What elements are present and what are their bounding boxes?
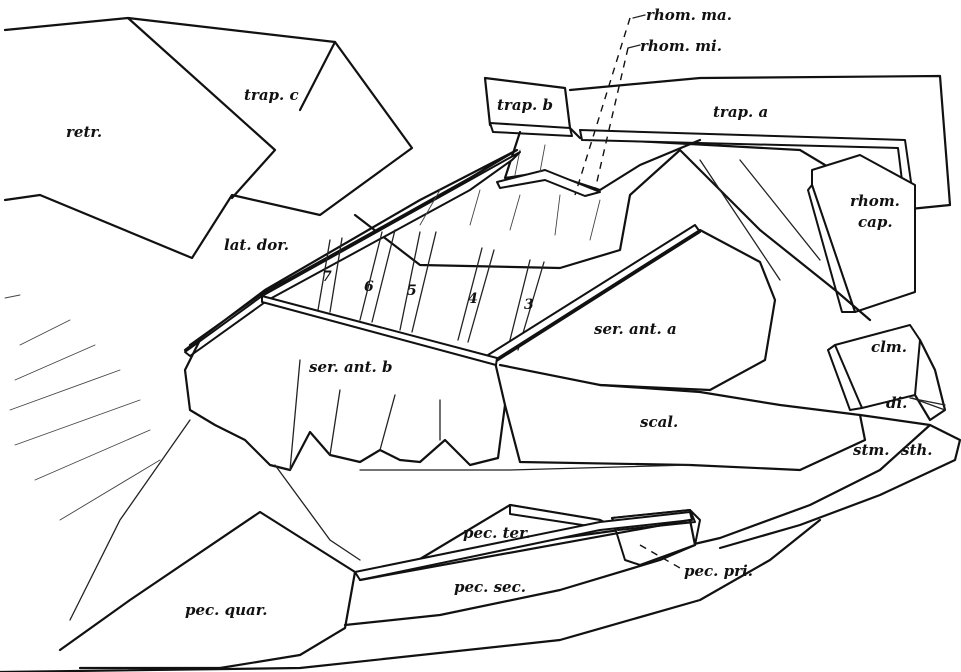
ser-ant-a-muscle [495,230,775,390]
label-ser-ant-b: ser. ant. b [309,360,392,375]
rib-number: 5 [407,284,417,298]
label-pec-ter: pec. ter. [463,526,531,541]
label-rhom-cap-1: rhom. [850,194,900,209]
label-stm: stm. [853,443,889,458]
rhom-ma-leader [575,18,630,195]
pec-quar-muscle [60,512,355,668]
stm-muscle [690,415,930,545]
label-sth: sth. [901,443,933,458]
rib-number: 3 [524,298,534,312]
label-clm: clm. [871,340,907,355]
label-trap-b: trap. b [497,98,553,113]
label-rhom-mi: rhom. mi. [640,39,722,54]
label-rhom-ma: rhom. ma. [646,8,732,23]
rib-number: 7 [322,270,332,284]
label-scal: scal. [640,415,678,430]
label-trap-a: trap. a [713,105,768,120]
label-ser-ant-a: ser. ant. a [594,322,677,337]
flank-fibers [5,295,160,520]
label-trap-c: trap. c [244,88,299,103]
label-retr: retr. [66,125,102,140]
scal-muscle [500,365,865,470]
rib-number: 4 [468,292,478,306]
label-pec-quar: pec. quar. [185,603,267,618]
label-pec-sec: pec. sec. [454,580,526,595]
label-di: di. [886,396,907,411]
label-lat-dor: lat. dor. [224,238,289,253]
rib-number: 6 [364,280,374,294]
rhom-mi-leader [595,48,628,190]
label-rhom-cap-2: cap. [858,215,893,230]
label-pec-pri: pec. pri. [684,564,753,579]
